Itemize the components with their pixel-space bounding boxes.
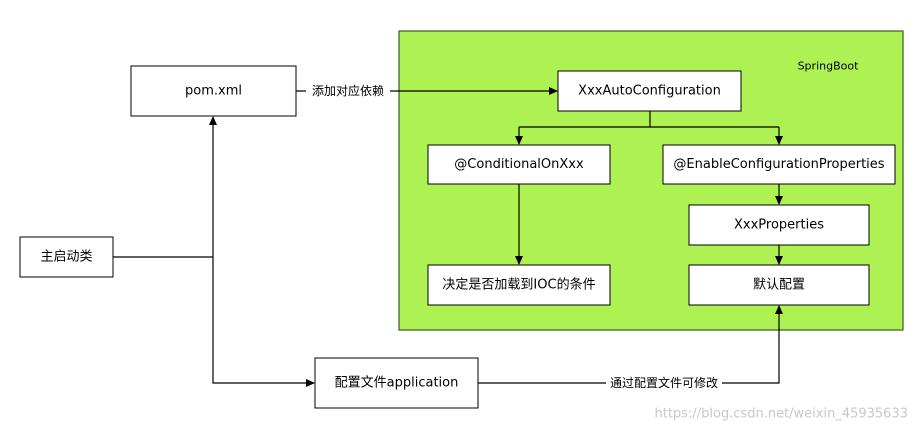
watermark-text: https://blog.csdn.net/weixin_45935633	[654, 407, 908, 422]
node-enable-props-label: @EnableConfigurationProperties	[673, 157, 884, 172]
node-auto-config: XxxAutoConfiguration	[557, 70, 742, 112]
edge-main-to-config	[212, 257, 315, 387]
node-conditional-label: @ConditionalOnXxx	[454, 157, 584, 172]
node-enable-props: @EnableConfigurationProperties	[662, 144, 896, 185]
edge-label-pom-to-auto-group: 添加对应依赖	[306, 82, 390, 100]
node-properties-label: XxxProperties	[734, 218, 824, 233]
springboot-label: SpringBoot	[798, 60, 860, 73]
node-conditional: @ConditionalOnXxx	[427, 144, 611, 185]
node-decide: 决定是否加载到IOC的条件	[427, 264, 611, 306]
edge-config-to-default	[478, 305, 783, 384]
node-decide-label: 决定是否加载到IOC的条件	[442, 277, 595, 293]
node-pom: pom.xml	[130, 65, 297, 117]
node-main-class: 主启动类	[19, 236, 114, 278]
node-default-config-label: 默认配置	[753, 277, 805, 293]
node-config-file: 配置文件application	[314, 357, 479, 409]
node-config-file-label: 配置文件application	[335, 376, 459, 391]
node-default-config: 默认配置	[688, 264, 870, 306]
node-pom-label: pom.xml	[185, 84, 242, 99]
node-properties: XxxProperties	[688, 204, 870, 246]
edge-label-pom-to-auto: 添加对应依赖	[312, 83, 384, 98]
edge-label-config-to-default-group: 通过配置文件可修改	[606, 374, 722, 392]
node-main-class-label: 主启动类	[40, 250, 92, 265]
node-auto-config-label: XxxAutoConfiguration	[578, 84, 721, 99]
edge-label-config-to-default: 通过配置文件可修改	[610, 375, 718, 390]
